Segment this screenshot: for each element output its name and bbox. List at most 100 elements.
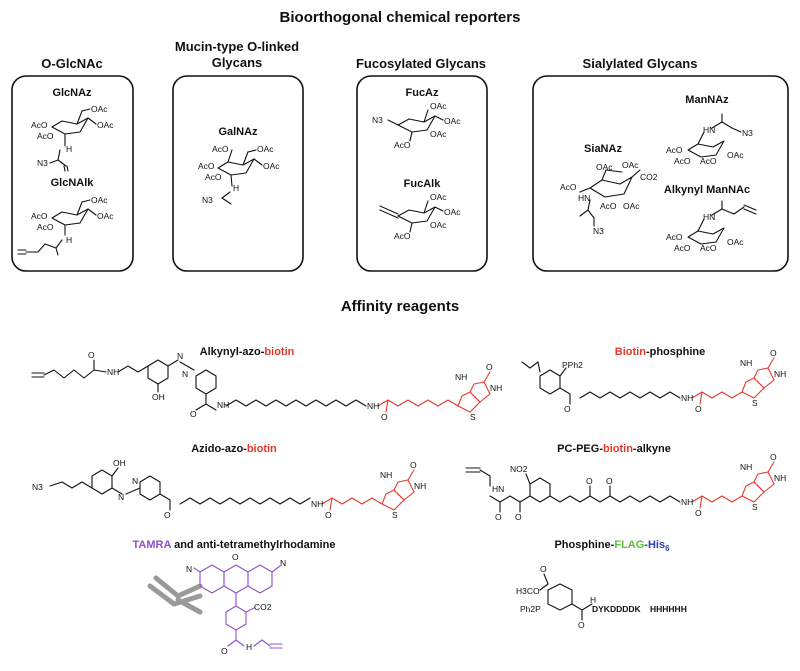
- label-nh: NH: [414, 481, 426, 491]
- compound-galnaz: GalNAz: [218, 126, 258, 138]
- label-nh: NH: [107, 367, 119, 377]
- pc-peg-biotin-alkyne-structure: HN O O NO2 O O NH O O NH NH S: [465, 452, 786, 522]
- label-o: O: [540, 564, 547, 574]
- label-h3co: H3CO: [516, 586, 540, 596]
- label-no2: NO2: [510, 464, 528, 474]
- box-sialyl: [532, 75, 789, 272]
- label-oac: OAc: [430, 129, 447, 139]
- label-n3: N3: [742, 128, 753, 138]
- phosphine-flag-his: His: [648, 539, 665, 551]
- label-aco: AcO: [394, 140, 411, 150]
- phosphine-flag-sub: 6: [665, 544, 670, 553]
- label-aco: AcO: [674, 156, 691, 166]
- label-oh: OH: [113, 458, 126, 468]
- label-oac: OAc: [430, 220, 447, 230]
- label-nh: NH: [681, 497, 693, 507]
- label-oac: OAc: [430, 101, 447, 111]
- label-aco: AcO: [31, 211, 48, 221]
- label-oac: OAc: [444, 116, 461, 126]
- galnaz-structure: AcO OAc OAc AcO AcO H N3: [198, 144, 280, 205]
- phosphine-flag-dash: -: [644, 539, 648, 551]
- label-n3: N3: [37, 158, 48, 168]
- antibody-icon: [147, 575, 203, 615]
- label-nh: NH: [681, 393, 693, 403]
- alkynyl-azo-biotin-structure: NH O N N OH O NH NH O O NH NH S: [31, 350, 502, 422]
- azido-azo-biotin-structure: N3 OH N N O NH O O NH NH S: [32, 458, 426, 520]
- fucalk-structure: OAc OAc OAc AcO: [379, 192, 461, 241]
- label-s: S: [392, 510, 398, 520]
- alkynyl-azo-biotin-prefix: Alkynyl-azo-: [200, 346, 265, 358]
- label-oac: OAc: [257, 144, 274, 154]
- label-aco: AcO: [666, 232, 683, 242]
- label-pph2: PPh2: [562, 360, 583, 370]
- label-aco: AcO: [700, 156, 717, 166]
- label-o: O: [695, 404, 702, 414]
- label-n3: N3: [593, 226, 604, 236]
- label-aco: AcO: [666, 145, 683, 155]
- label-o: O: [325, 510, 332, 520]
- label-nh: NH: [455, 372, 467, 382]
- label-o: O: [410, 460, 417, 470]
- compound-manaz: ManNAz: [685, 94, 729, 106]
- azido-azo-biotin-prefix: Azido-azo-: [191, 443, 247, 455]
- label-o: O: [606, 476, 613, 486]
- label-o: O: [515, 512, 522, 522]
- label-nh: H: [66, 235, 72, 245]
- label-oac: OAc: [91, 195, 108, 205]
- label-nh: H: [246, 642, 252, 652]
- label-aco: AcO: [205, 172, 222, 182]
- compound-fucalk: FucAlk: [404, 178, 442, 190]
- alkynyl-mannac-structure: HN AcO AcO AcO OAc: [666, 200, 757, 253]
- label-aco: AcO: [37, 222, 54, 232]
- label-nh: H: [233, 183, 239, 193]
- label-n3: N3: [372, 115, 383, 125]
- label-n: N: [186, 564, 192, 574]
- sianaz-structure: OAc OAc CO2 AcO HN AcO OAc N3: [560, 160, 658, 236]
- label-nh: NH: [490, 383, 502, 393]
- pc-peg-highlight: biotin: [603, 443, 633, 455]
- label-hn: HN: [492, 484, 504, 494]
- compound-alkynyl-mannac: Alkynyl ManNAc: [664, 184, 750, 196]
- peptide-his: HHHHHH: [650, 604, 687, 614]
- biotin-phosphine-suffix: -phosphine: [646, 346, 705, 358]
- label-o: O: [770, 452, 777, 462]
- label-nh: NH: [774, 369, 786, 379]
- label-aco: AcO: [31, 120, 48, 130]
- fucaz-structure: N3 OAc OAc OAc AcO: [372, 101, 461, 150]
- label-nh: NH: [740, 462, 752, 472]
- label-o: O: [770, 348, 777, 358]
- compound-sianaz: SiaNAz: [584, 143, 622, 155]
- category-title-fucose: Fucosylated Glycans: [356, 56, 486, 71]
- label-o: O: [164, 510, 171, 520]
- glcnalk-structure: OAc OAc AcO AcO H: [17, 195, 114, 256]
- label-co2: CO2: [640, 172, 658, 182]
- label-oac: OAc: [622, 160, 639, 170]
- label-nh: NH: [774, 473, 786, 483]
- label-n: N: [118, 492, 124, 502]
- box-mucin: [172, 75, 304, 272]
- glcnaz-structure: OAc OAc AcO AcO H N3: [31, 104, 114, 172]
- label-o: O: [486, 362, 493, 372]
- label-ph2p: Ph2P: [520, 604, 541, 614]
- label-oac: OAc: [727, 237, 744, 247]
- phosphine-flag-flag: FLAG: [614, 539, 644, 551]
- pc-peg-suffix: -alkyne: [633, 443, 671, 455]
- reagent-tamra: TAMRA and anti-tetramethylrhodamine: [133, 539, 336, 551]
- label-o: O: [564, 404, 571, 414]
- phosphine-flag-prefix: Phosphine-: [554, 539, 614, 551]
- tamra-highlight: TAMRA: [133, 539, 172, 551]
- label-oac: OAc: [91, 104, 108, 114]
- affinity-title: Affinity reagents: [341, 298, 459, 315]
- category-title-sialyl: Sialylated Glycans: [583, 56, 698, 71]
- label-oac: OAc: [596, 162, 613, 172]
- label-s: S: [752, 502, 758, 512]
- label-oac: OAc: [97, 211, 114, 221]
- label-o: O: [495, 512, 502, 522]
- tamra-structure: N O N CO2 O H: [186, 552, 286, 656]
- label-aco: AcO: [674, 243, 691, 253]
- label-co2: CO2: [254, 602, 272, 612]
- label-n: N: [280, 558, 286, 568]
- tamra-suffix: and anti-tetramethylrhodamine: [171, 539, 335, 551]
- box-fucose: [356, 75, 488, 272]
